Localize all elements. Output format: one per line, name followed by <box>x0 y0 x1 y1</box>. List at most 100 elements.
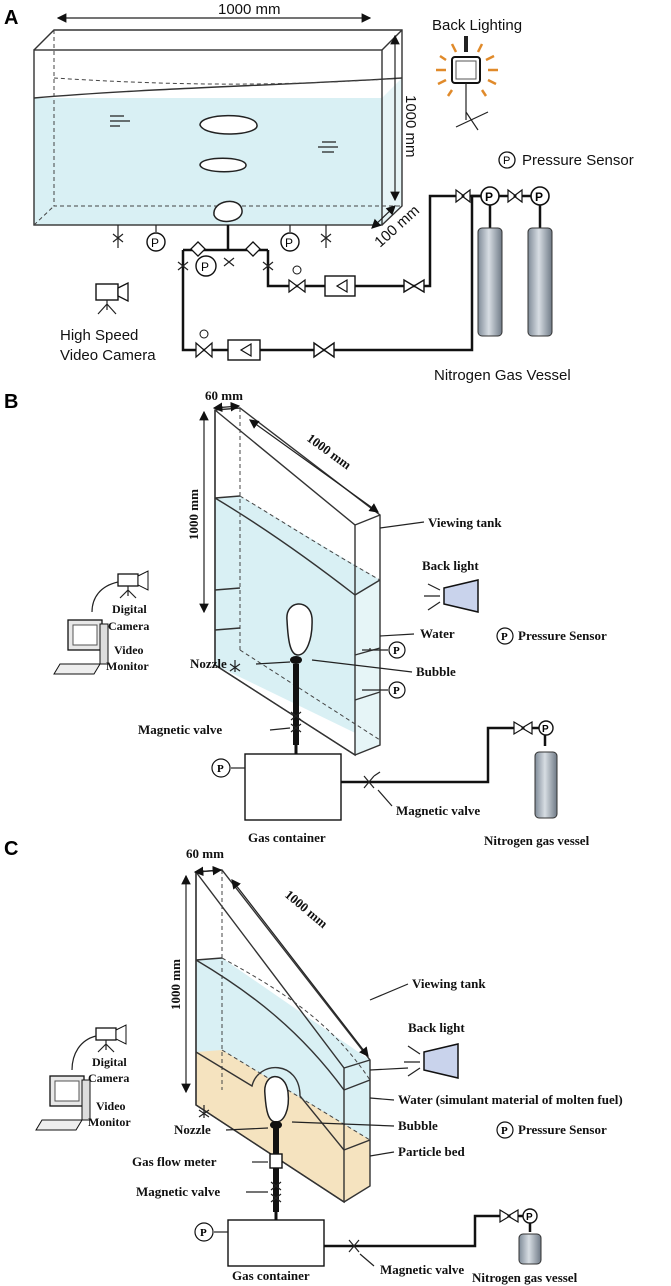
panel-a-vessel-label: Nitrogen Gas Vessel <box>434 367 571 384</box>
panel-b-back-light-label: Back light <box>422 558 479 573</box>
panel-a-camera-label-2: Video Camera <box>60 347 156 364</box>
panel-a-height-label: 1000 mm <box>402 95 419 158</box>
panel-c-gas-flow-meter-label: Gas flow meter <box>132 1154 217 1169</box>
panel-c-magnetic-valve-upper-label: Magnetic valve <box>136 1184 220 1199</box>
diamond-valve-icon <box>245 241 261 257</box>
pressure-sensor-icon <box>522 1208 538 1224</box>
pressure-sensor-icon <box>538 720 554 736</box>
panel-c: C 60 mm 1000 mm 1000 mm Viewing tank <box>4 838 623 1285</box>
panel-c-tank <box>195 869 371 1204</box>
panel-a-bottom-fittings: P P <box>112 225 332 252</box>
pressure-sensor-icon <box>530 186 550 206</box>
pressure-sensor-icon <box>211 758 231 778</box>
pressure-sensor-legend-icon <box>496 627 514 645</box>
svg-text:P: P <box>535 190 543 204</box>
pressure-sensor-icon <box>480 186 500 206</box>
valve-icon <box>112 233 124 243</box>
panel-b-viewing-tank-label: Viewing tank <box>428 515 502 530</box>
valve-icon <box>223 257 235 267</box>
panel-c-viewing-tank-label: Viewing tank <box>412 976 486 991</box>
panel-a-bubble-middle <box>199 157 247 173</box>
svg-text:P: P <box>393 645 400 657</box>
panel-b-nozzle-label: Nozzle <box>190 656 227 671</box>
panel-a-water-side <box>382 78 402 225</box>
panel-a-width-label: 1000 mm <box>218 1 281 18</box>
panel-c-computer-icon <box>35 1075 91 1131</box>
panel-a-bubble-nozzle <box>213 200 243 223</box>
panel-b-computer-icon <box>53 619 109 675</box>
panel-c-nozzle-label: Nozzle <box>174 1122 211 1137</box>
svg-text:P: P <box>151 236 159 250</box>
panel-c-video-monitor-label-1: Video <box>96 1099 126 1113</box>
panel-b-water-surface <box>214 497 356 596</box>
panel-a-nitrogen-vessels: P P <box>477 186 553 337</box>
panel-b-width-label: 1000 mm <box>304 430 354 472</box>
panel-b-nozzle-shape <box>290 656 302 664</box>
panel-c-video-monitor-label-2: Monitor <box>88 1115 131 1129</box>
panel-a-camera-icon <box>95 281 129 315</box>
valve-icon <box>513 720 533 736</box>
pressure-sensor-legend-icon <box>498 151 516 169</box>
panel-c-bubble-shape <box>264 1075 290 1123</box>
valve-icon <box>198 1109 210 1118</box>
panel-a-back-lighting <box>436 36 498 131</box>
svg-text:P: P <box>501 1125 508 1137</box>
diamond-valve-icon <box>190 241 206 257</box>
panel-c-particle-bed <box>196 1050 370 1202</box>
pressure-sensor-icon <box>388 641 406 659</box>
valve-icon <box>348 1239 360 1253</box>
panel-c-supply-line <box>269 1128 283 1220</box>
panel-a: A 1000 mm 1000 mm 100 mm <box>4 1 634 384</box>
panel-b-digital-camera-label-1: Digital <box>112 602 147 616</box>
valve-icon <box>229 663 241 672</box>
svg-text:P: P <box>542 724 549 735</box>
panel-c-gas-pipe <box>324 1214 532 1248</box>
light-rays <box>436 43 498 97</box>
panel-b-bubble-shape <box>286 603 313 656</box>
panel-c-depth-label: 60 mm <box>186 846 224 861</box>
panel-c-gas-container <box>227 1219 325 1267</box>
valve-icon <box>499 1208 519 1224</box>
svg-text:P: P <box>201 260 209 274</box>
panel-b-gas-container-label: Gas container <box>248 830 326 845</box>
panel-c-nozzle-shape <box>270 1121 282 1129</box>
valve-icon <box>177 261 189 271</box>
panel-a-camera-label-1: High Speed <box>60 327 138 344</box>
pressure-sensor-icon <box>280 232 300 252</box>
panel-c-magnetic-valve-lower-label: Magnetic valve <box>380 1262 464 1277</box>
panel-b-letter: B <box>4 391 18 413</box>
panel-c-pressure-sensor-label: Pressure Sensor <box>518 1122 607 1137</box>
pressure-sensor-icon <box>388 681 406 699</box>
panel-b-backlight-icon <box>424 579 479 613</box>
panel-a-tank <box>33 29 403 226</box>
svg-text:P: P <box>285 236 293 250</box>
valve-icon <box>363 775 375 789</box>
panel-b: B 60 mm 1000 mm 1000 mm Viewing <box>4 388 607 848</box>
pressure-sensor-icon <box>195 255 217 277</box>
panel-b-water-label: Water <box>420 626 455 641</box>
valve-icon <box>403 278 425 294</box>
panel-c-nitrogen-cylinder <box>518 1233 542 1265</box>
panel-c-backlight-icon <box>404 1043 459 1079</box>
control-valve-icon <box>195 341 213 359</box>
panel-c-particle-bed-label: Particle bed <box>398 1144 466 1159</box>
panel-b-video-monitor-label-2: Monitor <box>106 659 149 673</box>
panel-a-water-surface <box>33 77 403 99</box>
valve-icon <box>313 341 335 359</box>
panel-a-bubble-upper <box>199 114 258 135</box>
svg-text:P: P <box>393 685 400 697</box>
panel-a-tank-front <box>33 49 383 226</box>
panel-c-digital-camera-label-1: Digital <box>92 1055 127 1069</box>
panel-b-digital-camera-label-2: Camera <box>108 619 149 633</box>
panel-c-letter: C <box>4 838 18 860</box>
panel-b-tank <box>214 407 381 757</box>
panel-c-vessel-label: Nitrogen gas vessel <box>472 1270 578 1285</box>
nitrogen-cylinder-2 <box>527 227 553 337</box>
panel-b-height-label: 1000 mm <box>186 489 201 540</box>
panel-b-bubble-label: Bubble <box>416 664 456 679</box>
svg-text:P: P <box>217 763 224 775</box>
panel-b-magnetic-valve-lower-label: Magnetic valve <box>396 803 480 818</box>
flow-meter-icon <box>324 275 356 297</box>
panel-a-back-lighting-label: Back Lighting <box>432 17 522 34</box>
